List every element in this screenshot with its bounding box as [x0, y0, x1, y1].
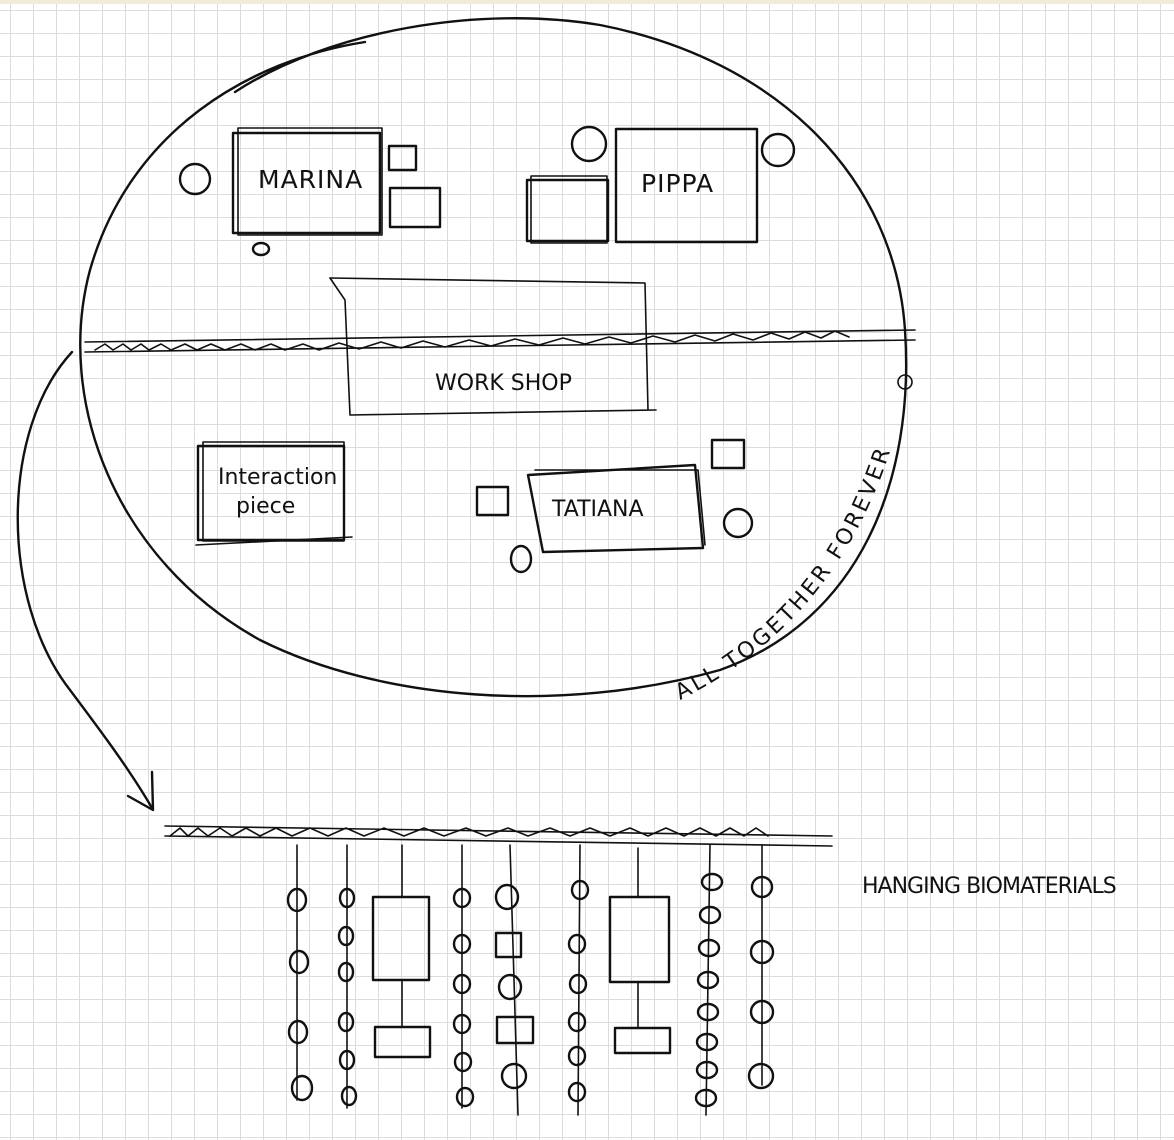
hanging-strand-2 — [337, 844, 358, 1109]
heart-icon — [897, 374, 913, 390]
floor-plan-circle — [79, 17, 908, 698]
hanging-strand-9 — [747, 844, 775, 1090]
pippa-label: PIPPA — [641, 169, 714, 198]
hanging-strand-8 — [694, 844, 724, 1116]
workshop-label: WORK SHOP — [435, 371, 572, 396]
hanging-strand-7 — [608, 847, 672, 1055]
marina-station — [178, 127, 442, 257]
hanging-strand-4 — [452, 844, 475, 1109]
pippa-station — [525, 125, 796, 244]
hanging-strand-3 — [371, 844, 432, 1059]
tatiana-label: TATIANA — [551, 497, 644, 522]
top-rail — [84, 329, 916, 353]
hanging-strand-5 — [494, 844, 535, 1116]
tatiana-station — [475, 438, 754, 574]
zoom-arrow — [16, 350, 155, 812]
all-together-forever-label: ALL TOGETHER FOREVER — [671, 442, 897, 705]
hanging-strand-6 — [567, 844, 590, 1116]
marina-label: MARINA — [258, 165, 363, 194]
top-strip — [0, 0, 1174, 4]
interaction-label-line1: Interaction — [218, 465, 337, 490]
interaction-label-line2: piece — [236, 494, 295, 519]
hanging-biomaterials-label: HANGING BIOMATERIALS — [862, 874, 1116, 899]
bottom-rail — [164, 825, 833, 847]
workshop-table — [329, 277, 657, 416]
interaction-piece — [195, 441, 353, 546]
hanging-strand-1 — [286, 844, 314, 1102]
